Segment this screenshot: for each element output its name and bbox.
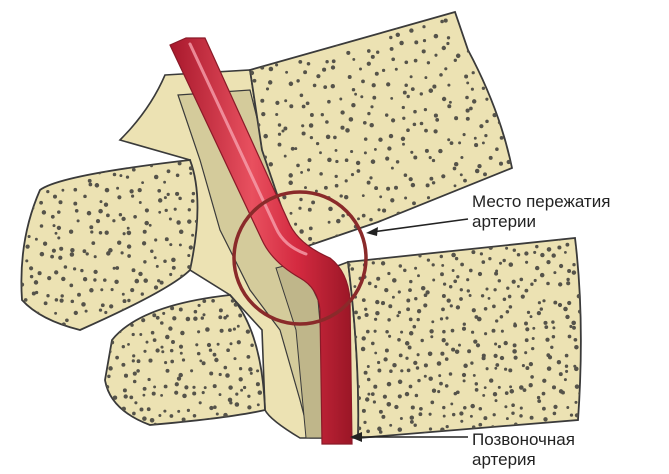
vertebral-artery-label-line1: Позвоночная: [472, 430, 575, 450]
compression-site-label-line2: артерии: [472, 212, 610, 232]
vertebral-artery-label: Позвоночная артерия: [472, 430, 575, 470]
compression-site-label: Место пережатия артерии: [472, 192, 610, 232]
vertebral-artery-label-line2: артерия: [472, 450, 575, 470]
compression-site-label-line1: Место пережатия: [472, 192, 610, 212]
